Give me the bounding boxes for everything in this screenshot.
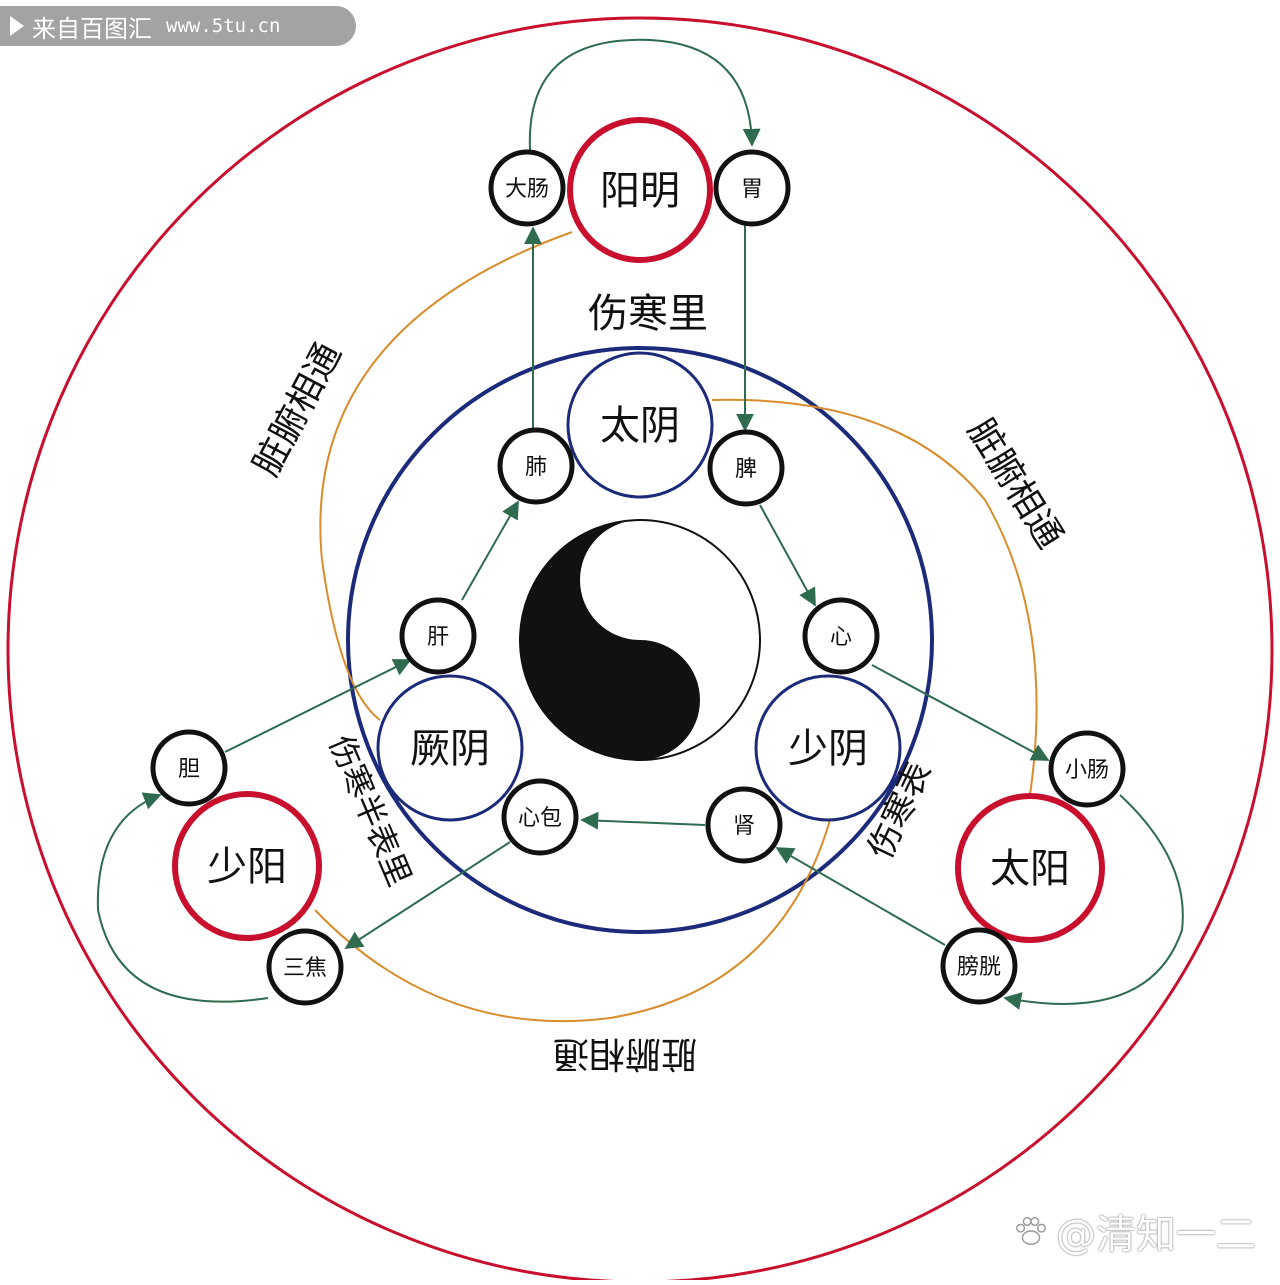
organ-pangguang: 膀胱 xyxy=(940,927,1018,1005)
channel-taiyang-label: 太阳 xyxy=(990,846,1070,892)
organ-xiaochang: 小肠 xyxy=(1048,730,1126,808)
arrow-sanjiao-dan xyxy=(96,792,269,1003)
label-zangfu-right: 脏腑相通 xyxy=(959,412,1070,556)
link-curve-yangming-jueyin xyxy=(319,231,573,721)
organ-xinbao: 心包 xyxy=(501,778,579,856)
organ-xinbao-label: 心包 xyxy=(518,806,562,831)
arrow-dachang-wei xyxy=(528,38,761,151)
label-zangfu-bottom: 脏腑相通 xyxy=(553,1033,697,1074)
channel-yangming-label: 阳明 xyxy=(600,168,680,214)
organ-pi: 脾 xyxy=(707,429,785,507)
organ-xiaochang-label: 小肠 xyxy=(1065,758,1109,783)
organ-dan-label: 胆 xyxy=(178,757,200,782)
arrow-pi-xin xyxy=(759,504,816,607)
organ-shen-label: 肾 xyxy=(733,814,755,839)
channel-shaoyin: 少阴 xyxy=(754,674,902,822)
link-curve-taiyin-taiyang xyxy=(711,398,1038,796)
paw-icon xyxy=(1016,1216,1046,1246)
organ-dachang: 大肠 xyxy=(488,149,566,227)
label-zangfu-left: 脏腑相通 xyxy=(246,336,350,482)
channel-jueyin: 厥阴 xyxy=(376,674,524,822)
channel-shaoyin-label: 少阴 xyxy=(788,726,868,772)
inner-ring xyxy=(346,346,934,934)
organ-pangguang-label: 膀胱 xyxy=(957,955,1001,980)
organ-gan: 肝 xyxy=(399,597,477,675)
arrow-gan-fei xyxy=(461,500,519,601)
taiji-icon xyxy=(519,519,761,761)
channel-yangming: 阳明 xyxy=(567,117,713,263)
arrow-xinbao-sanjiao xyxy=(344,841,511,949)
source-badge: 来自百图汇 www.5tu.cn xyxy=(0,6,356,46)
organ-gan-label: 肝 xyxy=(427,625,449,650)
organ-dachang-label: 大肠 xyxy=(505,177,549,202)
label-shanghan-li: 伤寒里 xyxy=(588,291,708,337)
organ-fei-label: 肺 xyxy=(525,455,547,480)
channel-taiyin-label: 太阴 xyxy=(600,403,680,449)
organ-dan: 胆 xyxy=(150,729,228,807)
channel-shaoyang-label: 少阳 xyxy=(207,844,287,890)
arrow-dan-gan xyxy=(224,659,412,753)
author-watermark-text: @清知一二 xyxy=(1056,1212,1256,1258)
arrow-pangguang-shen xyxy=(775,847,946,946)
organ-fei: 肺 xyxy=(497,427,575,505)
organ-xin-label: 心 xyxy=(830,625,852,650)
channel-taiyin: 太阴 xyxy=(566,351,714,499)
arrow-shen-xinbao xyxy=(580,811,706,830)
source-badge-url: www.5tu.cn xyxy=(166,15,281,37)
link-curve-shaoyang-shaoyin xyxy=(314,819,831,1023)
organ-xin: 心 xyxy=(802,597,880,675)
source-badge-title: 来自百图汇 xyxy=(32,14,152,43)
organ-sanjiao-label: 三焦 xyxy=(283,956,327,981)
channel-taiyang: 太阳 xyxy=(955,793,1105,943)
channel-jueyin-label: 厥阴 xyxy=(410,726,490,772)
organ-pi-label: 脾 xyxy=(735,457,757,482)
organ-wei: 胃 xyxy=(713,149,791,227)
channel-shaoyang: 少阳 xyxy=(172,791,322,941)
author-watermark: @清知一二 xyxy=(1012,1202,1256,1260)
play-icon xyxy=(10,16,24,36)
organ-shen: 肾 xyxy=(705,786,783,864)
organ-wei-label: 胃 xyxy=(741,177,763,202)
arrow-xin-xiaochang xyxy=(871,664,1050,761)
organ-sanjiao: 三焦 xyxy=(266,928,344,1006)
arrow-xiaochang-pangguang xyxy=(1003,794,1184,1010)
